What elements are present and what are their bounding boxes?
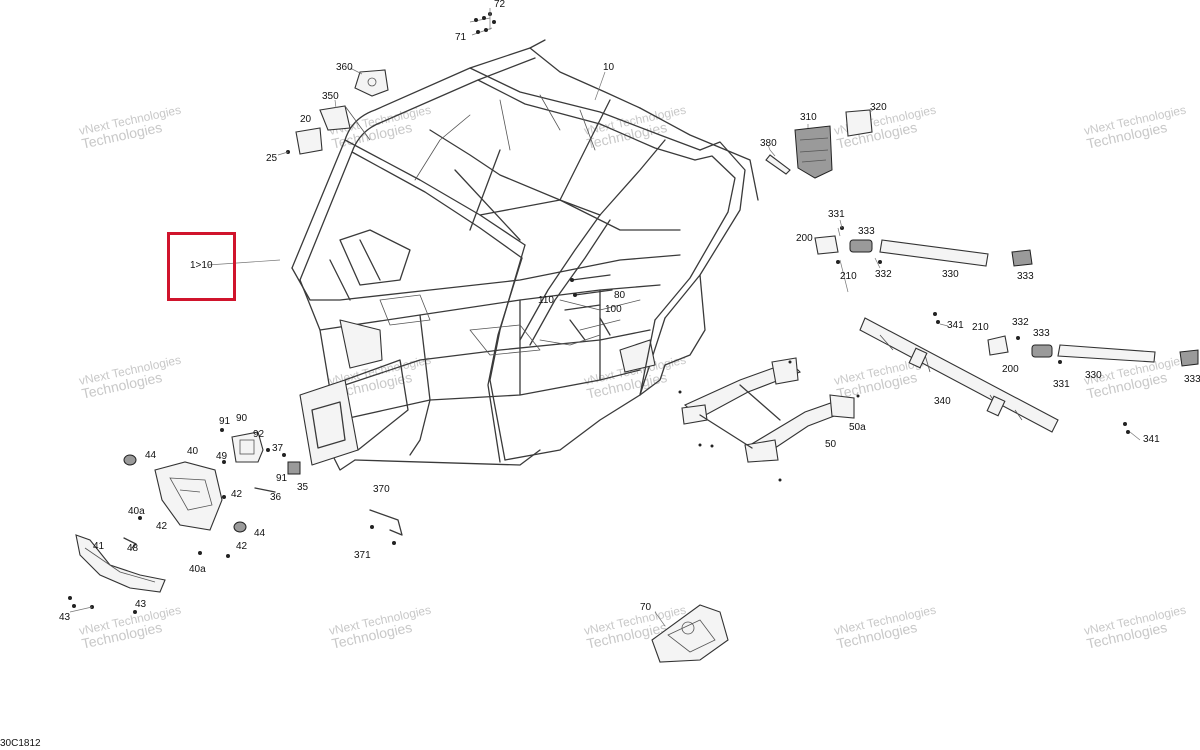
bracket-370 [369, 509, 403, 545]
callout-330: 330 [942, 269, 959, 280]
callout-42: 42 [231, 489, 243, 500]
highlight-box [167, 232, 236, 301]
callout-333: 333 [1033, 328, 1050, 339]
callout-35: 35 [297, 482, 309, 493]
steering-column-330-upper [814, 219, 1033, 267]
callout-41: 41 [93, 541, 105, 552]
callout-70: 70 [640, 602, 652, 613]
callout-91: 91 [276, 473, 288, 484]
callout-40a: 40a [189, 564, 206, 575]
callout-40: 40 [187, 446, 199, 457]
callout-330: 330 [1085, 370, 1102, 381]
callout-331: 331 [828, 209, 845, 220]
callout-50a: 50a [849, 422, 866, 433]
callout-320: 320 [870, 102, 887, 113]
callout-72: 72 [494, 0, 506, 10]
callout-40a: 40a [128, 506, 145, 517]
callout-90: 90 [236, 413, 248, 424]
callout-labels: 72 71 10 360 350 20 25 310 320 380 331 3… [59, 0, 1200, 623]
bracket-360 [349, 67, 389, 97]
callout-80: 80 [614, 290, 626, 301]
bolts-43 [68, 596, 137, 614]
callout-200: 200 [1002, 364, 1019, 375]
callout-350: 350 [322, 91, 339, 102]
bumper-40 [154, 461, 223, 531]
callout-380: 380 [760, 138, 777, 149]
crossmember-50 [678, 357, 860, 482]
callout-100: 100 [605, 304, 622, 315]
bracket-90 [231, 431, 264, 463]
callout-49: 49 [216, 451, 228, 462]
callout-43: 43 [135, 599, 147, 610]
callout-50: 50 [825, 439, 837, 450]
bracket-350 [319, 99, 371, 141]
steering-tube-340 [859, 312, 1130, 434]
leader-lines [207, 71, 1141, 441]
callout-360: 360 [336, 62, 353, 73]
callout-310: 310 [800, 112, 817, 123]
callout-43: 43 [59, 612, 71, 623]
callout-332: 332 [1012, 317, 1029, 328]
steering-column-330-lower [987, 335, 1199, 367]
callout-92: 92 [253, 429, 265, 440]
callout-37: 37 [272, 443, 284, 454]
bracket-70 [651, 604, 729, 663]
callout-25: 25 [266, 153, 278, 164]
rod-380 [765, 149, 791, 175]
callout-48: 48 [127, 543, 139, 554]
callout-42: 42 [236, 541, 248, 552]
cap-44 [123, 454, 247, 533]
bracket-310 [794, 124, 833, 179]
callout-71: 71 [455, 32, 467, 43]
bracket-320 [845, 107, 877, 137]
callout-341: 341 [1143, 434, 1160, 445]
clip-48 [123, 537, 137, 549]
bracket-20 [277, 127, 323, 156]
floor-bolts-80-100-110 [564, 274, 613, 341]
callout-333: 333 [1017, 271, 1034, 282]
diagram-code: 30C1812 [0, 738, 41, 749]
roof-bracket-72 [469, 8, 496, 36]
bolt-group-37-35-36 [138, 428, 301, 558]
callout-36: 36 [270, 492, 282, 503]
callout-10: 10 [603, 62, 615, 73]
callout-110: 110 [538, 295, 554, 306]
callout-91: 91 [219, 416, 231, 427]
highlight-callout-label: 1>10 [190, 260, 213, 271]
callout-20: 20 [300, 114, 312, 125]
callout-370: 370 [373, 484, 390, 495]
callout-371: 371 [354, 550, 371, 561]
callout-210: 210 [972, 322, 989, 333]
callout-333: 333 [1184, 374, 1200, 385]
callout-210: 210 [840, 271, 857, 282]
callout-341: 341 [947, 320, 964, 331]
skid-plate-41 [75, 534, 166, 593]
callout-42: 42 [156, 521, 168, 532]
callout-44: 44 [254, 528, 266, 539]
callout-331: 331 [1053, 379, 1070, 390]
callout-333: 333 [858, 226, 875, 237]
main-frame [291, 39, 759, 471]
callout-340: 340 [934, 396, 951, 407]
callout-44: 44 [145, 450, 157, 461]
callout-200: 200 [796, 233, 813, 244]
callout-332: 332 [875, 269, 892, 280]
